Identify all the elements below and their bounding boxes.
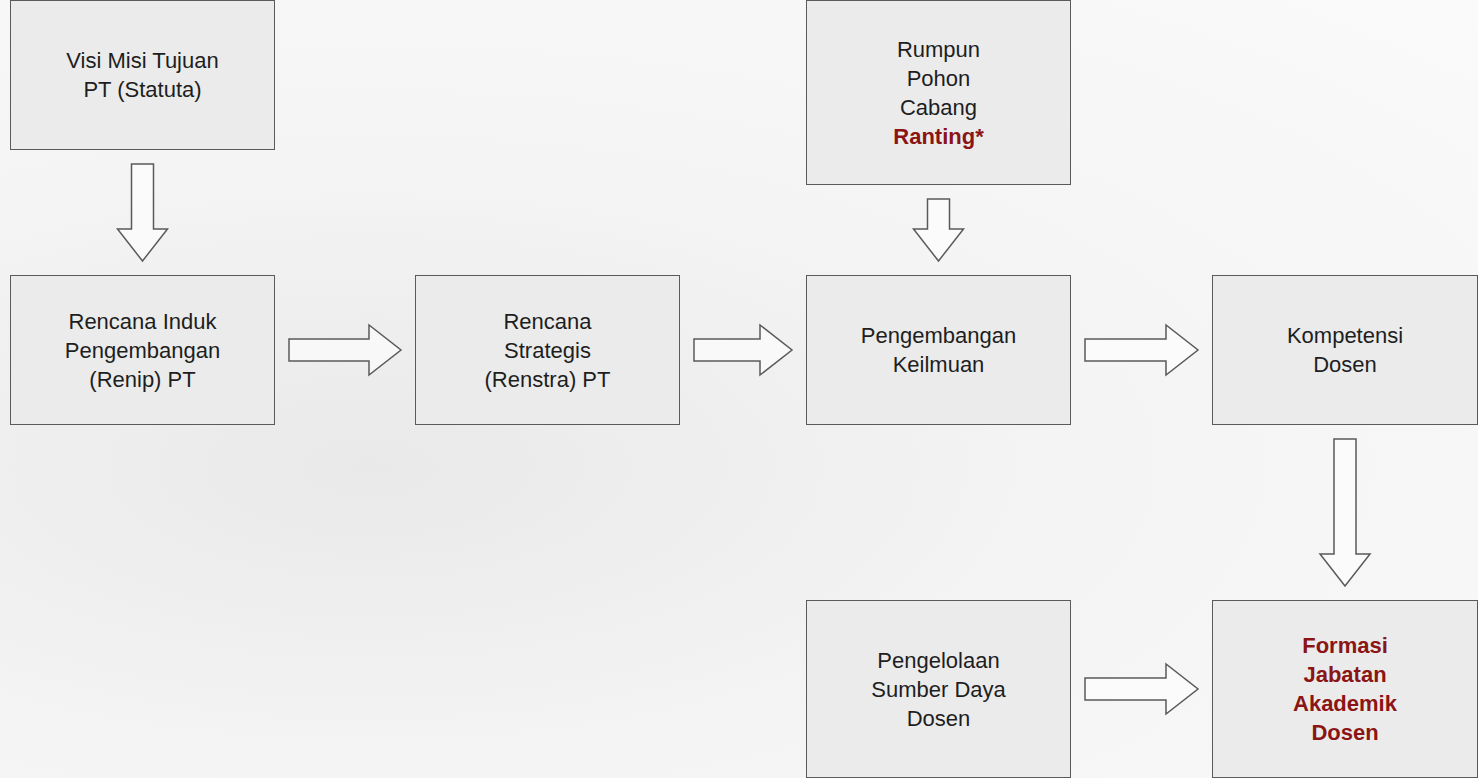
resource-box: Pengelolaan Sumber Daya Dosen — [806, 600, 1071, 778]
box-text: Rencana Strategis (Renstra) PT — [478, 307, 618, 394]
statute-box: Visi Misi Tujuan PT (Statuta) — [10, 0, 275, 150]
block-arrow — [118, 164, 168, 261]
block-arrow — [289, 325, 401, 375]
box-text: Rencana Induk Pengembangan (Renip) PT — [43, 307, 243, 394]
strategic-plan-box: Rencana Strategis (Renstra) PT — [415, 275, 680, 425]
block-arrow — [1085, 664, 1198, 714]
block-arrow — [914, 199, 964, 261]
block-arrow — [694, 325, 792, 375]
block-arrow — [1085, 325, 1198, 375]
box-text: Ranting* — [893, 122, 983, 151]
knowledge-tree-box: Rumpun Pohon CabangRanting* — [806, 0, 1071, 185]
knowledge-box: Pengembangan Keilmuan — [806, 275, 1071, 425]
position-box: Formasi Jabatan Akademik Dosen — [1212, 600, 1478, 778]
box-text: Pengembangan Keilmuan — [854, 321, 1024, 379]
box-text: Formasi Jabatan Akademik Dosen — [1288, 631, 1403, 747]
box-text: Rumpun Pohon Cabang — [889, 35, 989, 122]
block-arrow — [1320, 439, 1370, 586]
box-text: Visi Misi Tujuan PT (Statuta) — [50, 46, 235, 104]
competence-box: Kompetensi Dosen — [1212, 275, 1478, 425]
box-text: Pengelolaan Sumber Daya Dosen — [869, 646, 1009, 733]
box-text: Kompetensi Dosen — [1280, 321, 1410, 379]
master-plan-box: Rencana Induk Pengembangan (Renip) PT — [10, 275, 275, 425]
